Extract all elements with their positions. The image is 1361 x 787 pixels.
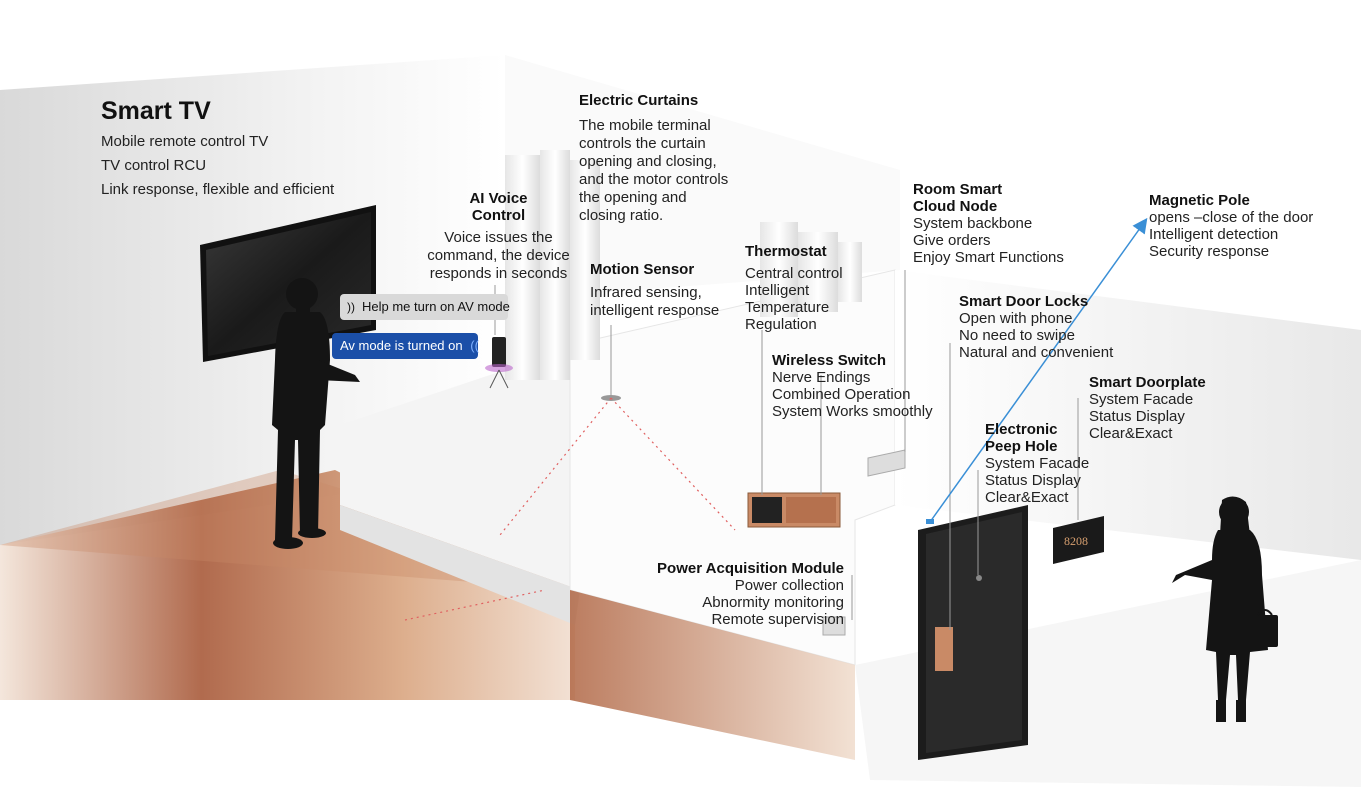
smart-doorplate-title: Smart Doorplate <box>1089 374 1206 391</box>
smart-door-locks-line: Open with phone <box>959 310 1073 327</box>
electric-curtains-line: opening and closing, <box>579 153 717 170</box>
sound-wave-icon: )) <box>347 300 355 314</box>
room-cloud-node-line: Give orders <box>913 232 991 249</box>
room-cloud-node-label: Room Smart Cloud Node System backbone Gi… <box>913 181 1088 266</box>
smart-tv-label: Smart TV Mobile remote control TV TV con… <box>101 96 401 202</box>
smart-doorplate-label: Smart Doorplate System Facade Status Dis… <box>1089 374 1239 442</box>
smart-doorplate-line: Clear&Exact <box>1089 425 1173 442</box>
motion-sensor-label: Motion Sensor Infrared sensing, intellig… <box>590 261 750 320</box>
electric-curtains-line: the opening and <box>579 189 687 206</box>
ai-voice-label: AI Voice Control Voice issues the comman… <box>416 190 581 283</box>
smart-tv-line: Mobile remote control TV <box>101 133 269 150</box>
smart-doorplate-line: Status Display <box>1089 408 1185 425</box>
magnetic-pole-label: Magnetic Pole opens –close of the door I… <box>1149 192 1349 260</box>
ai-voice-line: Voice issues the <box>444 229 553 246</box>
motion-sensor-title: Motion Sensor <box>590 261 695 278</box>
wireless-switch-title: Wireless Switch <box>772 352 887 369</box>
ai-voice-title-1: AI Voice <box>469 190 528 207</box>
thermostat-line: Central control <box>745 265 843 282</box>
room-cloud-node-title-1: Room Smart <box>913 181 1003 198</box>
power-module-line: Power collection <box>734 577 844 594</box>
thermostat-line: Intelligent <box>745 282 810 299</box>
magnetic-pole-line: opens –close of the door <box>1149 209 1314 226</box>
electric-curtains-line: The mobile terminal <box>579 117 711 134</box>
thermostat-line: Regulation <box>745 316 817 333</box>
voice-reply-bubble: Av mode is turned on (( <box>332 333 479 359</box>
peep-hole-title-2: Peep Hole <box>985 438 1058 455</box>
voice-request-bubble: )) Help me turn on AV mode <box>340 294 510 320</box>
doorplate-number: 8208 <box>1064 534 1088 548</box>
electric-curtains-line: controls the curtain <box>579 135 706 152</box>
power-acquisition-module-label: Power Acquisition Module Power collectio… <box>640 560 844 628</box>
power-module-line: Remote supervision <box>711 611 844 628</box>
electric-curtains-title: Electric Curtains <box>579 92 699 109</box>
power-module-title: Power Acquisition Module <box>657 560 844 577</box>
thermostat-title: Thermostat <box>745 243 827 260</box>
electric-curtains-line: and the motor controls <box>579 171 729 188</box>
smart-tv-title: Smart TV <box>101 97 211 125</box>
power-module-line: Abnormity monitoring <box>702 594 844 611</box>
room-cloud-node-line: System backbone <box>913 215 1033 232</box>
electric-curtains-label: Electric Curtains The mobile terminal co… <box>579 92 759 225</box>
peep-hole-line: Status Display <box>985 472 1081 489</box>
peep-hole-line: Clear&Exact <box>985 489 1069 506</box>
smart-door-locks-label: Smart Door Locks Open with phone No need… <box>959 293 1139 361</box>
motion-sensor-line: intelligent response <box>590 302 720 319</box>
magnetic-pole-title: Magnetic Pole <box>1149 192 1250 209</box>
voice-request-text: Help me turn on AV mode <box>362 299 510 314</box>
electric-curtains-line: closing ratio. <box>579 207 664 224</box>
motion-sensor-line: Infrared sensing, <box>590 284 702 301</box>
ai-voice-title-2: Control <box>471 207 526 224</box>
smart-door-locks-line: No need to swipe <box>959 327 1075 344</box>
room-cloud-node-line: Enjoy Smart Functions <box>913 249 1064 266</box>
wireless-switch-line: Combined Operation <box>772 386 911 403</box>
wireless-switch-label: Wireless Switch Nerve Endings Combined O… <box>772 352 952 420</box>
magnetic-pole-line: Security response <box>1149 243 1270 260</box>
peep-hole-title-1: Electronic <box>985 421 1058 438</box>
smart-doorplate-line: System Facade <box>1089 391 1194 408</box>
electronic-peep-hole-label: Electronic Peep Hole System Facade Statu… <box>985 421 1115 506</box>
thermostat-label: Thermostat Central control Intelligent T… <box>745 243 875 333</box>
smart-tv-line: TV control RCU <box>101 157 207 174</box>
smart-door-locks-title: Smart Door Locks <box>959 293 1089 310</box>
wireless-switch-line: System Works smoothly <box>772 403 933 420</box>
wireless-switch-line: Nerve Endings <box>772 369 871 386</box>
ai-voice-line: responds in seconds <box>429 265 568 282</box>
thermostat-line: Temperature <box>745 299 830 316</box>
smart-door-locks-line: Natural and convenient <box>959 344 1114 361</box>
voice-reply-text: Av mode is turned on <box>340 338 463 353</box>
magnetic-pole-line: Intelligent detection <box>1149 226 1279 243</box>
smart-tv-line: Link response, flexible and efficient <box>101 181 335 198</box>
peep-hole-line: System Facade <box>985 455 1090 472</box>
ai-voice-line: command, the device <box>427 247 570 264</box>
sound-wave-icon: (( <box>470 338 479 353</box>
room-cloud-node-title-2: Cloud Node <box>913 198 998 215</box>
